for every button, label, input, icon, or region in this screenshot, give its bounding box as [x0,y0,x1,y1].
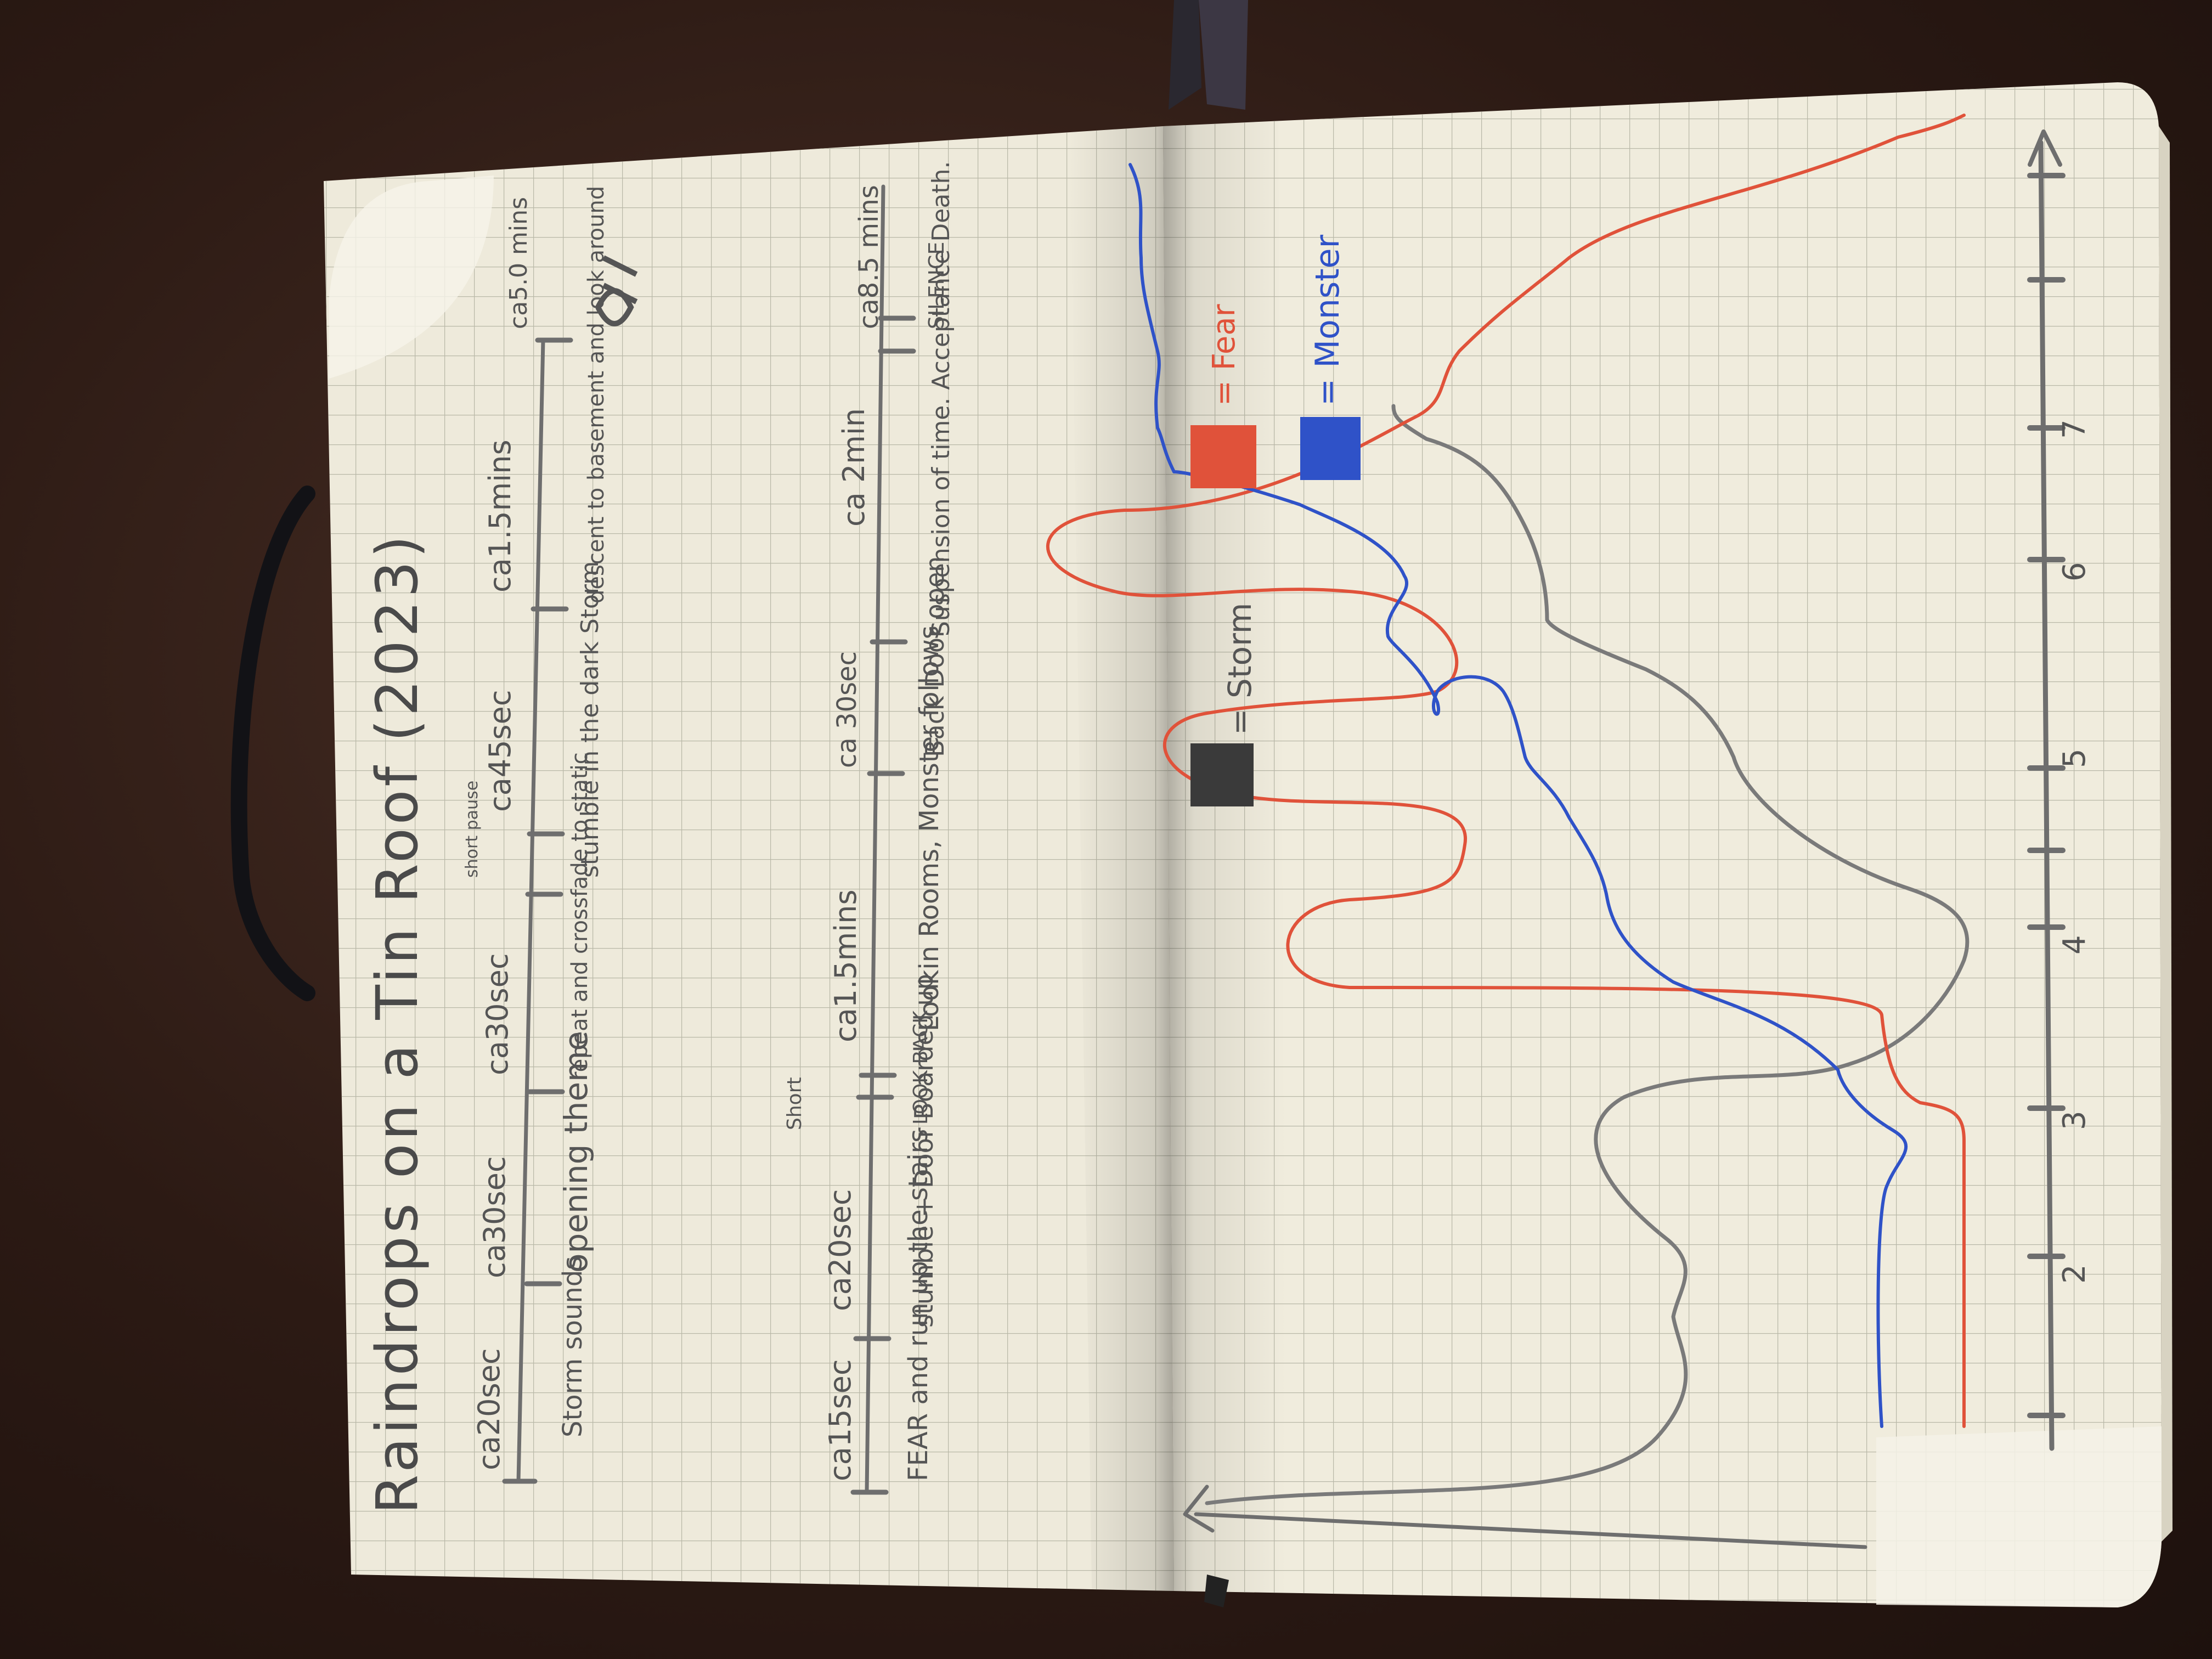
ribbon-bookmark [230,0,1248,1001]
legend-swatch-storm [1190,743,1254,806]
row2-vertical-note: LOOK BACK [910,1010,932,1125]
axis-label-4: 4 [2057,935,2092,955]
row2-duration-0: ca15sec [823,1359,857,1481]
fear-curve [1046,114,1966,1428]
intensity-axis [1194,1512,1867,1549]
row2-duration-3: ca 30sec [832,651,862,768]
row2-event-5: SILENCE [924,242,949,329]
row2-event-1: stumble + Door Boarded up [909,974,939,1328]
axis-label-5: 5 [2057,748,2092,768]
row2-duration-4: ca 2min [837,408,871,527]
row1-duration-0: ca20sec [472,1348,506,1470]
axis-label-3: 3 [2057,1110,2092,1130]
time-axis [2038,140,2055,1451]
row1-marker-0: short pause [462,781,482,878]
row1-duration-4: ca1.5mins [483,439,517,592]
row2-marker-0: Short [783,1077,806,1130]
right-page-graph: 2 3 4 5 6 7 = Storm = Fear = Monster [1046,114,2092,1607]
storm-curve [1205,404,1970,1505]
row2-event-4: Suspension of time. Acceptance Death. [927,161,955,636]
row1-duration-3: ca45sec [483,690,517,812]
row1-event-2: repeat and crossfade to static [567,752,592,1081]
legend-label-storm: = Storm [1221,603,1259,735]
row2-duration-1: ca20sec [823,1189,857,1311]
monster-curve [1128,163,1908,1428]
legend: = Storm = Fear = Monster [1190,234,1361,806]
axis-label-7: 7 [2057,419,2092,439]
row1-event-4: descent to basement and look around [584,186,609,603]
scribble-mark [595,255,638,326]
left-page-content: Raindrops on a Tin Roof (2023) ca20sec c… [364,161,955,1514]
row2-event-3: Back Door open [920,556,950,757]
axis-ticks [2027,173,2066,1418]
row1-duration-1: ca30sec [477,1156,512,1278]
row2-event-2: Lookin Rooms, Monster follows [914,625,945,1031]
axis-label-6: 6 [2057,562,2092,582]
legend-label-fear: = Fear [1206,303,1242,406]
row2-duration-2: ca1.5mins [828,889,863,1042]
row2-duration-5: ca8.5 mins [854,185,884,329]
axis-label-2: 2 [2057,1264,2092,1284]
row2-event-0: FEAR and run up the stairs [903,1129,934,1481]
row1-duration-5: ca5.0 mins [505,197,533,329]
corner-pocket-bottom [1876,1426,2162,1607]
corner-pocket-top [329,176,494,379]
legend-swatch-monster [1300,417,1361,480]
row1-event-0: Storm sounds [557,1256,588,1437]
legend-swatch-fear [1190,425,1256,488]
row1-event-3: stumble in the dark Storm [576,561,604,878]
row1-duration-2: ca30sec [480,953,515,1075]
row1-event-1: opening theme [557,1031,595,1273]
legend-label-monster: = Monster [1308,234,1347,406]
page-title: Raindrops on a Tin Roof (2023) [364,532,431,1514]
